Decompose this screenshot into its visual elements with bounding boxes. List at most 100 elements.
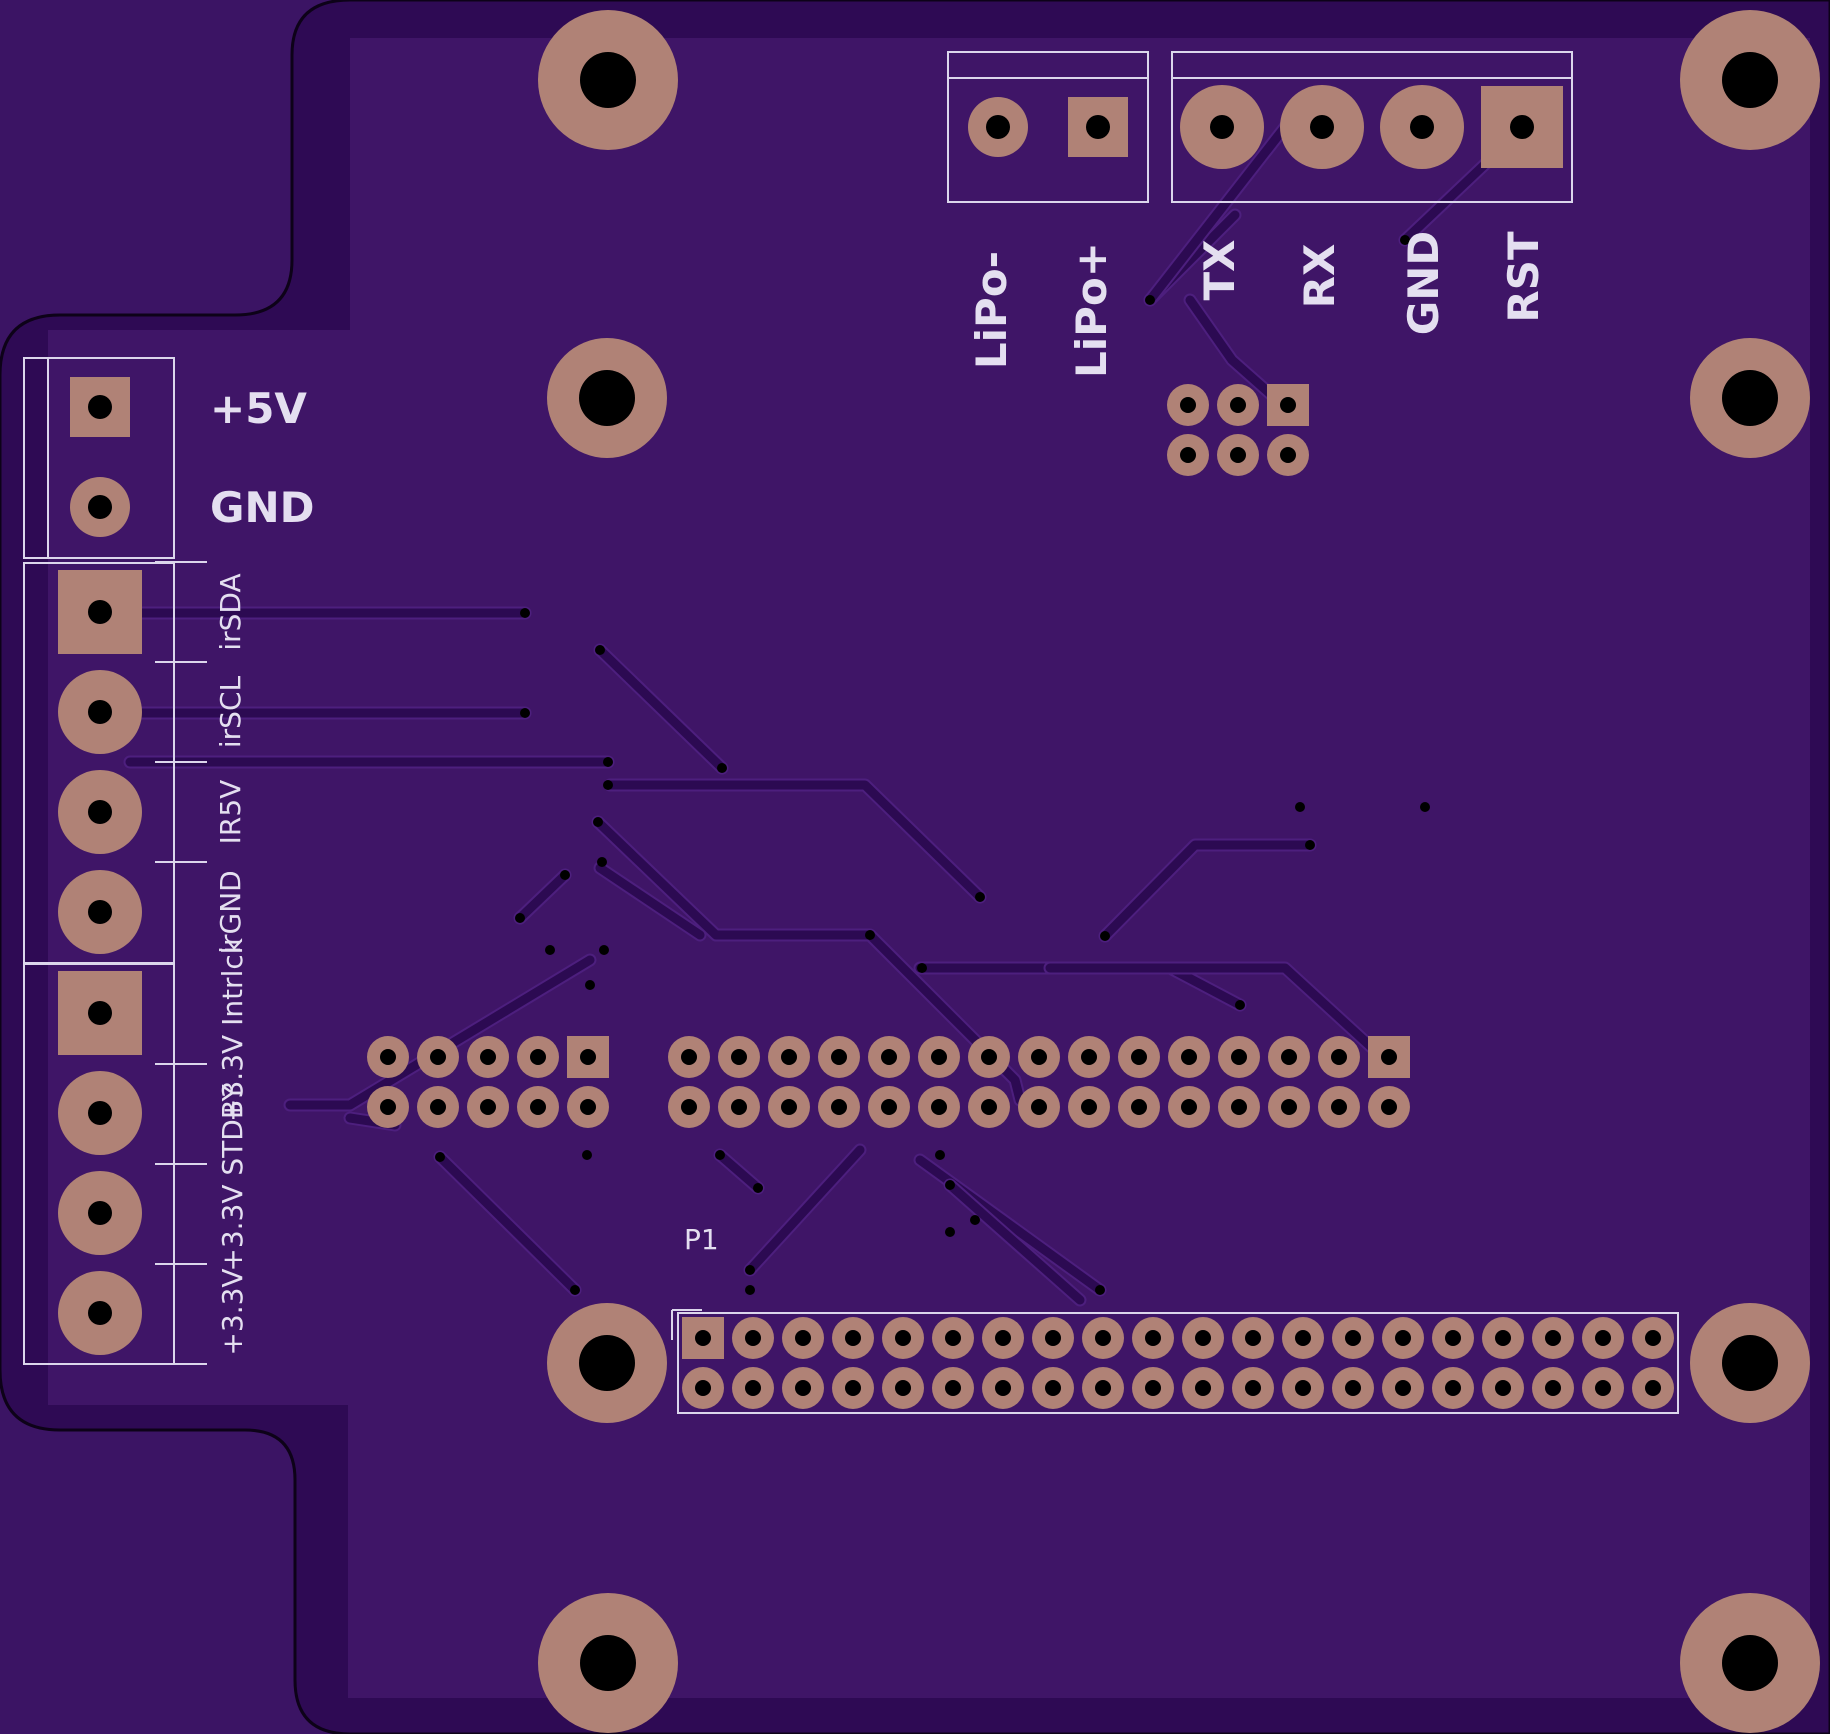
pad-mid-right-drill <box>781 1099 797 1115</box>
via <box>595 645 605 655</box>
pad-p1-drill <box>1595 1330 1611 1346</box>
via <box>717 763 727 773</box>
pad-p1-drill <box>1395 1330 1411 1346</box>
pad-mid-right-drill <box>731 1049 747 1065</box>
pad-p1-drill <box>1595 1380 1611 1396</box>
pad-serial-drill <box>1210 115 1234 139</box>
via <box>935 1150 945 1160</box>
label-33v-stdby: +3.3V STDBY <box>216 1083 249 1271</box>
label-irscl: irSCL <box>214 675 247 748</box>
via <box>515 913 525 923</box>
pad-mid-right-drill <box>1331 1099 1347 1115</box>
pad-p1-drill <box>1445 1380 1461 1396</box>
pad-p1-drill <box>845 1330 861 1346</box>
pad-mid-right-drill <box>1331 1049 1347 1065</box>
pad-p1-drill <box>845 1380 861 1396</box>
via <box>745 1285 755 1295</box>
via <box>520 608 530 618</box>
pad-p1-drill <box>1445 1330 1461 1346</box>
via <box>603 757 613 767</box>
pad-lipo-minus-drill <box>986 115 1010 139</box>
mounting-hole-drill <box>1722 52 1778 108</box>
pad-mid-right-drill <box>1131 1049 1147 1065</box>
pad-mid-right-drill <box>931 1049 947 1065</box>
pad-mid-right-drill <box>1181 1049 1197 1065</box>
pad-mid-left-1-drill <box>580 1049 596 1065</box>
pad-mid-right-drill <box>1231 1099 1247 1115</box>
label-33v-intrlck: +3.3V Intrlck <box>216 937 249 1122</box>
pad-p1-drill <box>1045 1330 1061 1346</box>
p1-header-outline <box>677 1312 1679 1414</box>
pad-mid-left-drill <box>530 1099 546 1115</box>
via <box>1305 840 1315 850</box>
via <box>745 1265 755 1275</box>
via <box>603 780 613 790</box>
label-irgnd: irGND <box>214 870 247 954</box>
pad-p1-drill <box>795 1330 811 1346</box>
label-tx: TX <box>1195 239 1244 300</box>
pad-mid-left-drill <box>480 1099 496 1115</box>
via <box>970 1215 980 1225</box>
trace <box>1045 963 1385 1060</box>
trace-layer <box>93 88 1507 1307</box>
pad-mid-left-drill <box>380 1049 396 1065</box>
pad-mid-right-drill <box>1231 1049 1247 1065</box>
pad-mid-right-drill <box>981 1099 997 1115</box>
pad-ir-terminal-drill <box>88 700 112 724</box>
mounting-hole-drill <box>1722 370 1778 426</box>
label-rx: RX <box>1295 244 1344 309</box>
pad-mid-left-drill <box>430 1049 446 1065</box>
pad-ir-terminal-drill <box>88 800 112 824</box>
pad-p1-drill <box>1095 1380 1111 1396</box>
pad-p1-drill <box>1245 1380 1261 1396</box>
via <box>1235 1000 1245 1010</box>
pad-mid-left-drill <box>380 1099 396 1115</box>
pad-rst-drill <box>1510 115 1534 139</box>
pad-p1-drill <box>1395 1380 1411 1396</box>
label-33v: +3.3V <box>216 1268 249 1355</box>
mounting-hole-drill <box>579 370 635 426</box>
serial-connector-outline <box>1171 51 1573 203</box>
via <box>945 1227 955 1237</box>
pad-p1-drill <box>1495 1380 1511 1396</box>
via <box>520 708 530 718</box>
via <box>597 857 607 867</box>
pad-mid-left-drill <box>480 1049 496 1065</box>
trace <box>595 863 705 940</box>
pad-p1-drill <box>1345 1330 1361 1346</box>
pad-irsda-drill <box>88 600 112 624</box>
label-rst: RST <box>1499 231 1548 323</box>
via <box>945 1180 955 1190</box>
label-plus5v: +5V <box>210 384 307 433</box>
power-terminal-outline <box>23 357 175 559</box>
via <box>1100 931 1110 941</box>
pad-p1-drill <box>1145 1330 1161 1346</box>
pad-isp-drill <box>1180 447 1196 463</box>
pad-p1-drill <box>1495 1330 1511 1346</box>
pad-mid-right-drill <box>931 1099 947 1115</box>
pad-mid-right-drill <box>1081 1049 1097 1065</box>
via <box>582 1150 592 1160</box>
pad-gnd-drill <box>88 495 112 519</box>
pad-p1-1-drill <box>695 1330 711 1346</box>
trace <box>1185 295 1280 403</box>
pad-p1-drill <box>1645 1330 1661 1346</box>
label-serial-gnd: GND <box>1399 231 1448 336</box>
pad-mid-right-drill <box>881 1049 897 1065</box>
via <box>1145 295 1155 305</box>
lipo-connector-outline <box>947 51 1149 203</box>
pad-layer <box>58 10 1820 1733</box>
pad-mid-right-drill <box>781 1049 797 1065</box>
pad-p1-drill <box>1045 1380 1061 1396</box>
pad-p1-drill <box>1195 1330 1211 1346</box>
pad-p1-drill <box>1295 1330 1311 1346</box>
pad-p1-drill <box>1545 1330 1561 1346</box>
pad-mid-right-drill <box>1381 1099 1397 1115</box>
pad-p1-drill <box>745 1380 761 1396</box>
pad-mid-right-1-drill <box>1381 1049 1397 1065</box>
pad-mid-right-drill <box>831 1049 847 1065</box>
silkscreen-layer <box>23 51 1679 1414</box>
trace <box>515 870 570 923</box>
pad-mid-left-drill <box>430 1099 446 1115</box>
pad-p1-drill <box>1545 1380 1561 1396</box>
